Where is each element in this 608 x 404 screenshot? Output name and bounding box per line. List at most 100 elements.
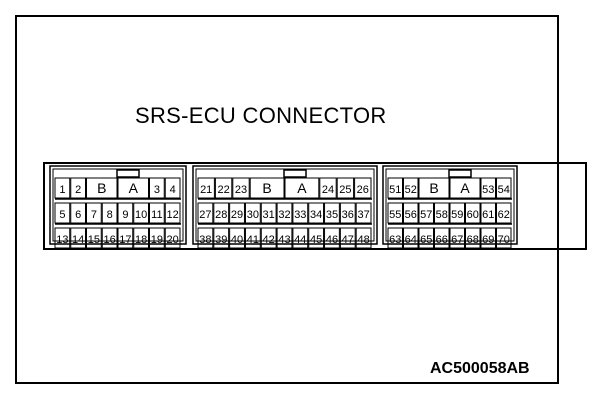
pin-cell <box>54 177 71 199</box>
pin-number: 38 <box>199 234 211 246</box>
connector-latch <box>116 169 140 178</box>
pin-number: 8 <box>107 209 113 221</box>
pin-cell <box>149 202 165 224</box>
pin-number: 5 <box>59 209 65 221</box>
pin-cell <box>480 202 496 224</box>
pin-number: 66 <box>436 234 448 246</box>
pin-cell <box>387 177 403 199</box>
pin-number: 57 <box>420 209 432 221</box>
pin-cell <box>213 227 230 249</box>
pin-cell <box>339 227 356 249</box>
pin-number: 41 <box>247 234 259 246</box>
diagram-title: SRS-ECU CONNECTOR <box>135 103 387 128</box>
key-cell-b <box>418 177 450 199</box>
pin-cell <box>133 227 149 249</box>
pin-number: 32 <box>278 209 290 221</box>
pin-number: 51 <box>389 184 401 196</box>
pin-number: 62 <box>498 209 510 221</box>
pin-number: 22 <box>217 184 229 196</box>
pin-cell <box>117 227 134 249</box>
pin-cell <box>465 227 481 249</box>
pin-cell <box>496 227 512 249</box>
pin-number: 53 <box>482 184 494 196</box>
pin-cell <box>355 202 372 224</box>
pin-cell <box>465 202 481 224</box>
pin-cell <box>496 202 512 224</box>
pin-number: 36 <box>342 209 354 221</box>
pin-number: 1 <box>59 184 65 196</box>
pin-cell <box>232 177 250 199</box>
pin-number: 6 <box>75 209 81 221</box>
pin-number: 33 <box>294 209 306 221</box>
figure-code: AC500058AB <box>430 360 530 377</box>
pin-number: 20 <box>167 234 179 246</box>
pin-number: 39 <box>215 234 227 246</box>
pin-number: 61 <box>482 209 494 221</box>
pin-cell <box>164 177 181 199</box>
pin-cell <box>101 227 118 249</box>
pin-cell <box>54 202 71 224</box>
pin-cell <box>86 202 102 224</box>
pin-cell <box>292 202 309 224</box>
pin-cell <box>197 202 214 224</box>
pin-number: 15 <box>88 234 100 246</box>
connector-housing-inner <box>195 168 375 242</box>
pin-number: 24 <box>322 184 334 196</box>
pin-cell <box>149 177 165 199</box>
pin-cell <box>292 227 309 249</box>
pin-cell <box>197 177 215 199</box>
pin-number: 3 <box>154 184 160 196</box>
pin-cell <box>214 177 233 199</box>
pin-number: 55 <box>389 209 401 221</box>
pin-number: 52 <box>405 184 417 196</box>
pin-cell <box>117 202 134 224</box>
pin-cell <box>449 202 465 224</box>
pin-cell <box>480 177 496 199</box>
key-label: B <box>429 180 438 196</box>
pin-cell <box>86 227 102 249</box>
pin-cell <box>339 202 356 224</box>
pin-cell <box>54 227 71 249</box>
pin-cell <box>418 227 434 249</box>
pin-cell <box>336 177 355 199</box>
pin-number: 7 <box>91 209 97 221</box>
pin-number: 11 <box>151 209 162 221</box>
pin-cell <box>418 202 434 224</box>
pin-cell <box>324 202 340 224</box>
pin-number: 25 <box>339 184 351 196</box>
pin-number: 63 <box>389 234 401 246</box>
key-label: A <box>297 180 307 196</box>
pin-number: 48 <box>357 234 369 246</box>
connector-latch <box>283 169 307 178</box>
pin-number: 44 <box>294 234 306 246</box>
pin-number: 46 <box>326 234 338 246</box>
pin-number: 18 <box>135 234 147 246</box>
pin-number: 56 <box>405 209 417 221</box>
pin-cell <box>319 177 337 199</box>
pin-number: 19 <box>151 234 163 246</box>
pin-cell <box>434 227 450 249</box>
key-label: A <box>129 180 139 196</box>
pin-cell <box>449 227 465 249</box>
pin-number: 67 <box>451 234 463 246</box>
pin-cell <box>355 227 372 249</box>
pin-number: 17 <box>119 234 131 246</box>
pin-cell <box>403 177 419 199</box>
pin-cell <box>70 177 86 199</box>
pin-cell <box>496 177 512 199</box>
pin-cell <box>133 202 149 224</box>
key-cell-a <box>284 177 320 199</box>
pin-number: 26 <box>357 184 369 196</box>
pin-number: 10 <box>135 209 147 221</box>
pin-number: 54 <box>498 184 510 196</box>
pin-cell <box>354 177 372 199</box>
pin-number: 2 <box>75 184 81 196</box>
pin-number: 14 <box>72 234 84 246</box>
pin-number: 21 <box>200 184 212 196</box>
pin-cell <box>70 227 86 249</box>
pin-number: 30 <box>247 209 259 221</box>
pin-number: 16 <box>104 234 116 246</box>
